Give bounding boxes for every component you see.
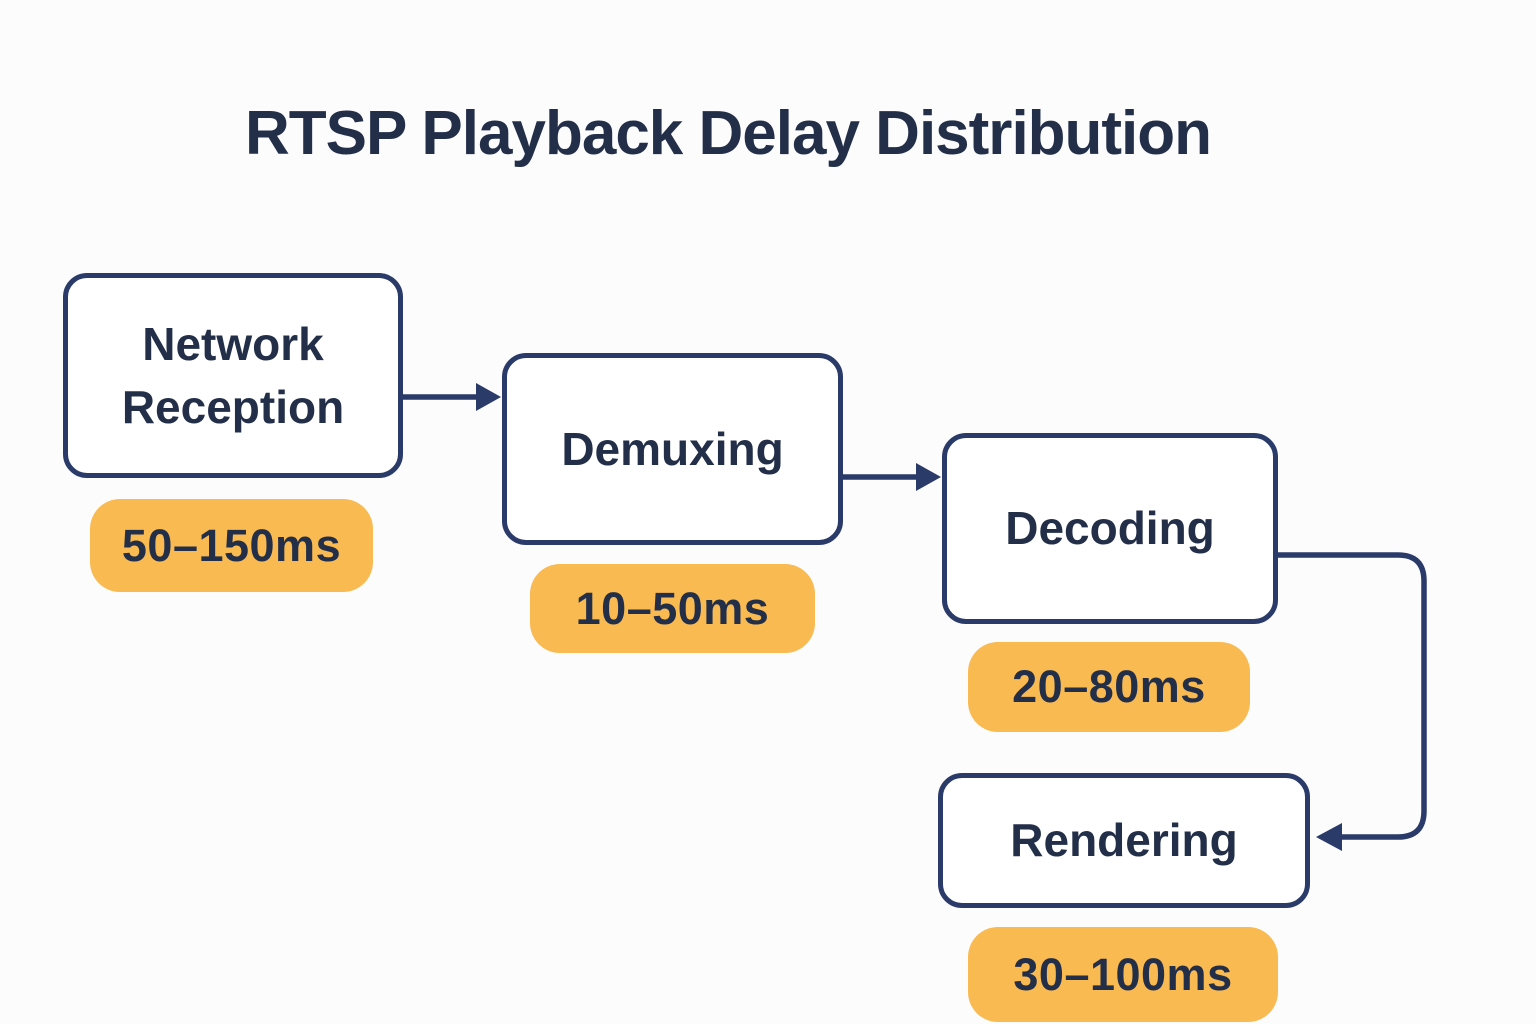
delay-value: 20–80ms — [1012, 661, 1206, 712]
delay-value: 50–150ms — [121, 519, 342, 571]
node-label: Network Reception — [121, 318, 345, 433]
delay-badge-rendering: 30–100ms — [968, 927, 1278, 1022]
arrow-demuxing-to-decoding-icon — [843, 463, 941, 491]
delay-badge-decoding: 20–80ms — [968, 642, 1250, 732]
delay-badge-demuxing: 10–50ms — [530, 564, 815, 653]
diagram-title: RTSP Playback Delay Distribution — [244, 99, 1212, 168]
node-box-decoding: Decoding — [942, 433, 1278, 624]
delay-value: 10–50ms — [575, 582, 770, 634]
delay-value: 30–100ms — [1013, 948, 1233, 1000]
node-label: Decoding — [1005, 502, 1215, 555]
node-box-rendering: Rendering — [938, 773, 1310, 908]
delay-badge-network-reception: 50–150ms — [90, 499, 373, 592]
node-label: Rendering — [1010, 814, 1238, 867]
arrow-network-to-demuxing-icon — [403, 383, 501, 411]
node-box-demuxing: Demuxing — [502, 353, 843, 545]
node-label: Demuxing — [561, 422, 784, 475]
node-box-network-reception: Network Reception — [63, 273, 403, 478]
